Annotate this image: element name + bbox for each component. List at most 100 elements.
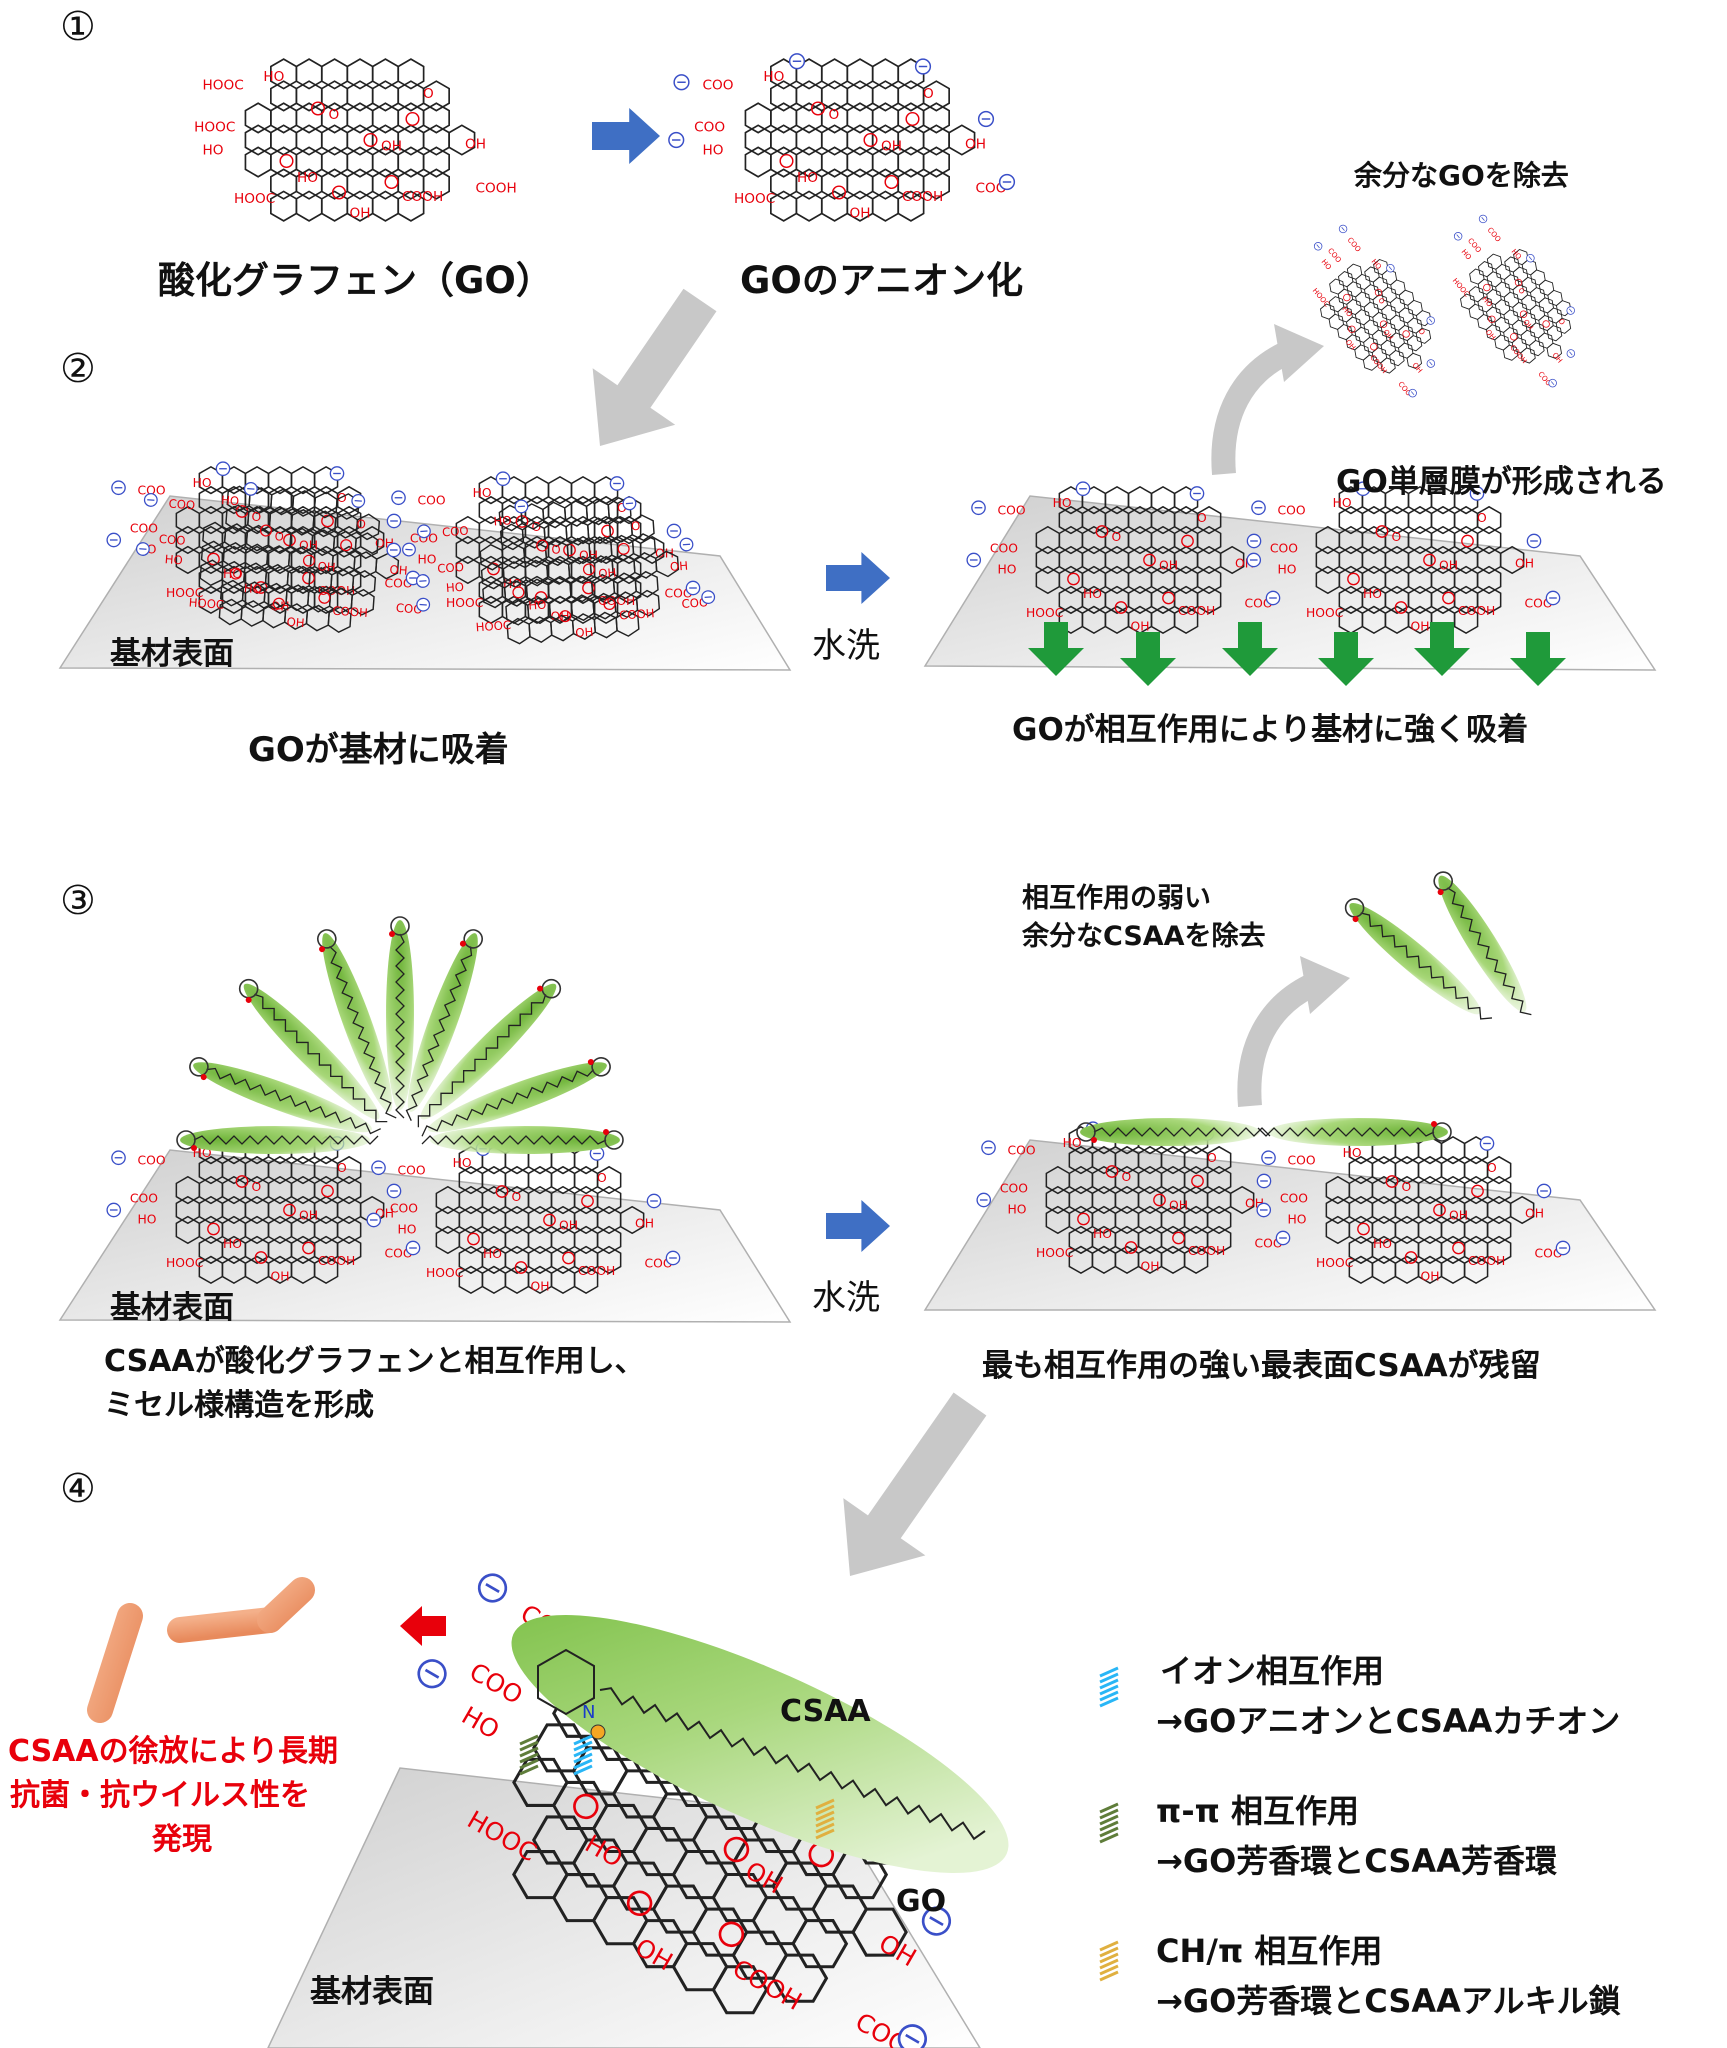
- svg-text:HOOC: HOOC: [446, 596, 483, 610]
- adsorbed-csaa-1: [1076, 1118, 1271, 1146]
- svg-text:COOH: COOH: [1368, 353, 1389, 375]
- svg-text:HO: HO: [1083, 587, 1102, 601]
- adsorbed-csaa-2: [1257, 1118, 1452, 1146]
- legend-pipi-desc: →GO芳香環とCSAA芳香環: [1156, 1842, 1557, 1880]
- svg-text:HO: HO: [1320, 257, 1334, 271]
- svg-text:HOOC: HOOC: [426, 1266, 463, 1280]
- svg-text:O: O: [337, 1161, 347, 1175]
- svg-text:N: N: [582, 1702, 595, 1723]
- svg-text:OH: OH: [881, 139, 902, 155]
- svg-text:HOOC: HOOC: [166, 586, 203, 600]
- legend-pipi-title: π-π 相互作用: [1156, 1792, 1360, 1830]
- svg-text:COOH: COOH: [1178, 604, 1215, 618]
- svg-text:COOH: COOH: [1508, 343, 1529, 365]
- svg-text:O: O: [1112, 530, 1122, 544]
- svg-text:O: O: [252, 510, 262, 524]
- green-down-arrow-4: [1318, 632, 1374, 686]
- bacterium-1: [87, 1603, 143, 1723]
- release-caption-line3: 発現: [152, 1822, 212, 1857]
- svg-text:HOOC: HOOC: [166, 1256, 203, 1270]
- svg-text:OH: OH: [1521, 317, 1535, 331]
- svg-text:COO: COO: [130, 521, 158, 535]
- svg-text:HO: HO: [1510, 247, 1524, 261]
- release-caption-line1: CSAAの徐放により長期: [8, 1734, 339, 1769]
- svg-text:COOH: COOH: [318, 1254, 355, 1268]
- svg-text:HO: HO: [703, 143, 724, 159]
- svg-text:COO: COO: [1008, 1143, 1036, 1157]
- svg-text:HO: HO: [202, 143, 223, 159]
- bacterium-2: [167, 1607, 283, 1643]
- svg-text:HO: HO: [164, 552, 183, 567]
- removed-csaa-1: [1344, 898, 1493, 1020]
- svg-text:OH: OH: [299, 1209, 318, 1223]
- svg-text:O: O: [512, 1190, 522, 1204]
- svg-text:HO: HO: [138, 1212, 157, 1226]
- svg-text:OH: OH: [317, 559, 336, 574]
- svg-text:COO: COO: [1288, 1153, 1316, 1167]
- green-down-arrow-6: [1510, 632, 1566, 686]
- svg-text:O: O: [1402, 1180, 1412, 1194]
- step-1-marker: ①: [60, 4, 96, 50]
- micelle-caption-line1: CSAAが酸化グラフェンと相互作用し、: [104, 1344, 645, 1379]
- legend-pipi-swatch: [1099, 1802, 1119, 1844]
- svg-text:COO: COO: [1270, 541, 1298, 555]
- legend-ionic-swatch: [1099, 1666, 1119, 1708]
- svg-text:OH: OH: [1381, 327, 1395, 341]
- svg-text:COOH: COOH: [476, 181, 517, 197]
- svg-text:O: O: [356, 517, 366, 532]
- svg-text:O: O: [551, 542, 561, 557]
- green-down-arrow-2: [1120, 632, 1176, 686]
- svg-text:O: O: [337, 491, 347, 505]
- micelle-caption-line2: ミセル様構造を形成: [104, 1388, 374, 1423]
- svg-text:HO: HO: [1460, 247, 1474, 261]
- svg-text:O: O: [1417, 327, 1428, 337]
- svg-text:COO: COO: [410, 531, 438, 545]
- gray-curved-arrow-3-head: [1300, 956, 1350, 1014]
- svg-text:HO: HO: [297, 170, 318, 186]
- go-caption: 酸化グラフェン（GO）: [158, 259, 553, 302]
- svg-text:O: O: [1122, 1170, 1132, 1184]
- svg-text:COO: COO: [442, 523, 469, 539]
- svg-text:COO: COO: [1535, 1247, 1563, 1261]
- svg-text:HOOC: HOOC: [1036, 1246, 1073, 1260]
- step-3-marker: ③: [60, 878, 96, 924]
- svg-text:OH: OH: [655, 547, 674, 561]
- svg-text:HOOC: HOOC: [234, 191, 275, 207]
- go-label: GO: [896, 1884, 947, 1919]
- svg-text:HO: HO: [1333, 496, 1352, 510]
- svg-text:COO: COO: [1346, 235, 1364, 254]
- micelle-csaa-3: [238, 978, 388, 1123]
- svg-text:HO: HO: [763, 69, 784, 85]
- svg-text:OH: OH: [1515, 557, 1534, 571]
- svg-text:COO: COO: [694, 120, 725, 136]
- svg-text:HOOC: HOOC: [194, 120, 235, 136]
- substrate-surface-2b: [923, 495, 1657, 671]
- gray-curved-arrow-3: [1237, 975, 1316, 1107]
- green-down-arrow-3: [1222, 622, 1278, 676]
- svg-text:HO: HO: [193, 476, 212, 490]
- svg-text:HO: HO: [1370, 257, 1384, 271]
- svg-text:COO: COO: [398, 1163, 426, 1177]
- svg-text:OH: OH: [531, 1279, 550, 1293]
- svg-text:HOOC: HOOC: [188, 595, 224, 611]
- svg-text:HO: HO: [221, 493, 240, 508]
- svg-text:O: O: [631, 519, 641, 534]
- svg-text:OH: OH: [1525, 1207, 1544, 1221]
- removed-csaa-2: [1433, 871, 1532, 1016]
- svg-text:HOOC: HOOC: [1026, 606, 1063, 620]
- svg-text:COOH: COOH: [1468, 1254, 1505, 1268]
- svg-text:HO: HO: [1288, 1212, 1307, 1226]
- adsorb-caption: GOが基材に吸着: [248, 730, 509, 770]
- svg-text:COOH: COOH: [619, 606, 655, 622]
- svg-text:HO: HO: [445, 580, 464, 595]
- legend-ionic-title: イオン相互作用: [1160, 1652, 1385, 1690]
- svg-text:COO: COO: [418, 493, 446, 507]
- svg-text:O: O: [274, 529, 284, 544]
- svg-text:HO: HO: [1343, 1146, 1362, 1160]
- svg-text:HOOC: HOOC: [1451, 276, 1472, 298]
- svg-text:O: O: [1477, 511, 1487, 525]
- svg-text:HOOC: HOOC: [1311, 286, 1332, 308]
